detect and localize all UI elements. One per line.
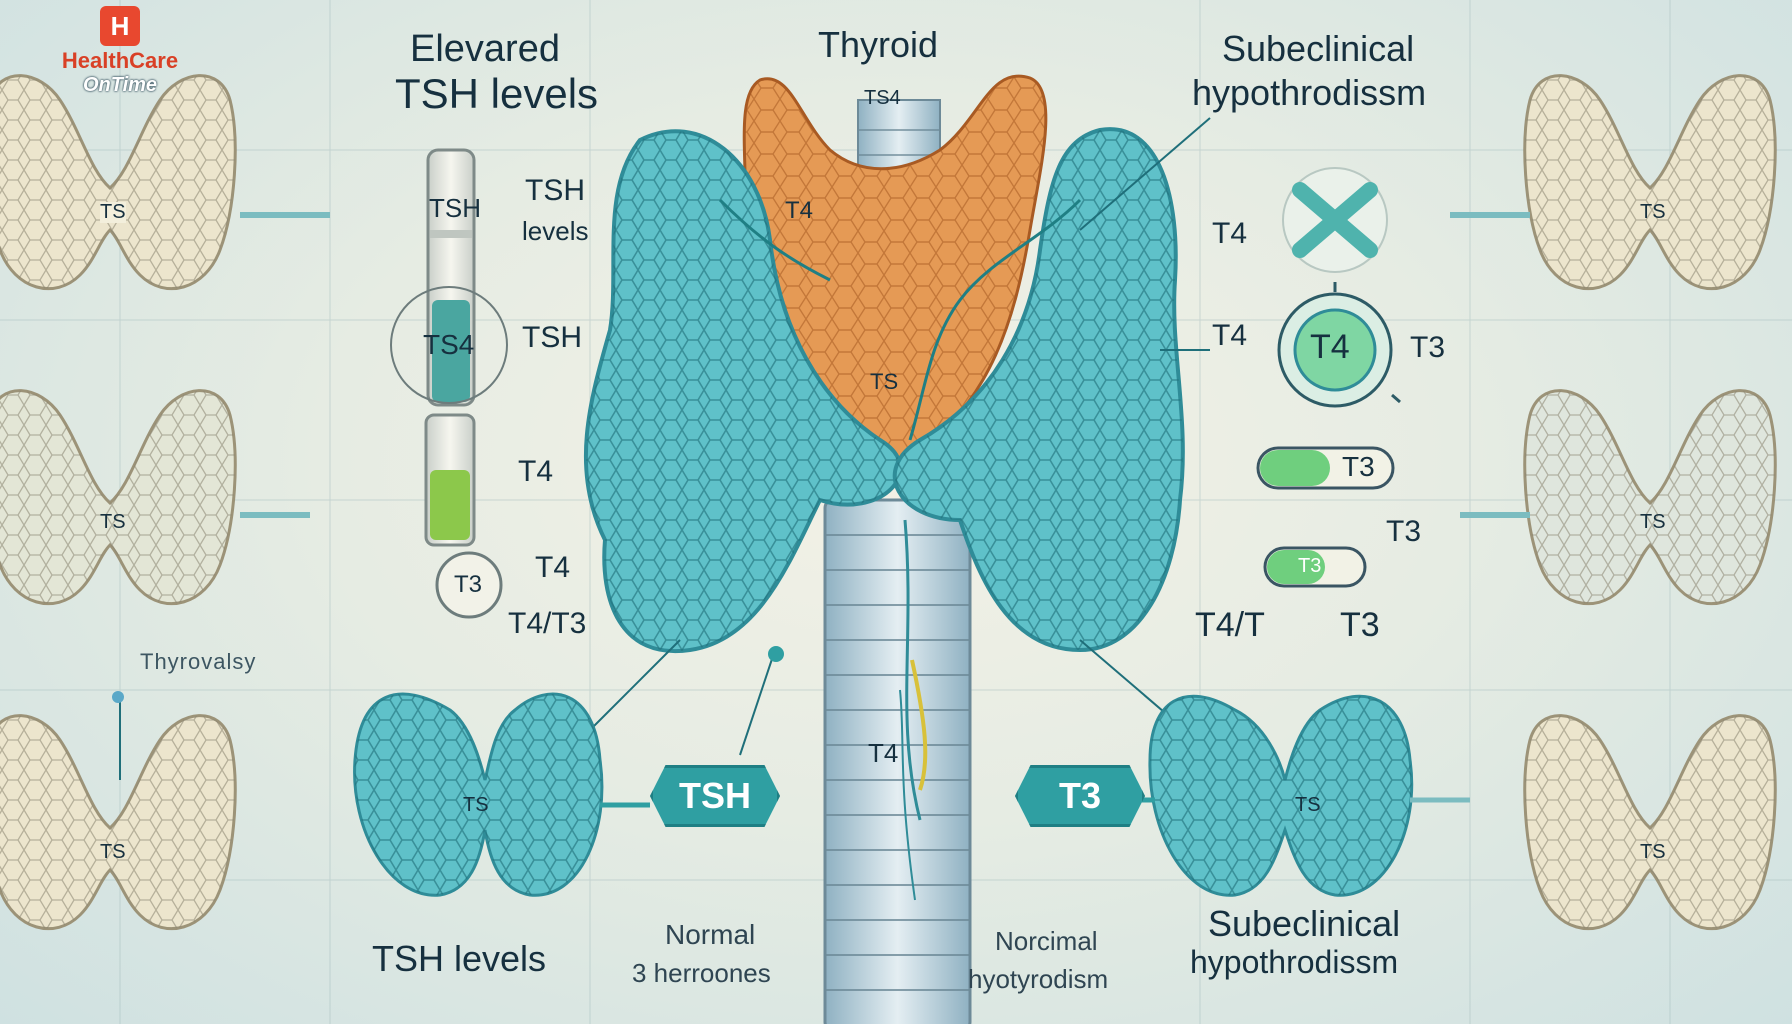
neck-label-ts4: TS4 bbox=[864, 87, 901, 109]
gland-label-ts-5: TS bbox=[1640, 511, 1666, 533]
label-tsh-levels-line1: TSH bbox=[525, 174, 585, 207]
heading-thyroid: Thyroid bbox=[818, 24, 939, 65]
label-subclinical-bottom-line2: hypothrodissm bbox=[1190, 944, 1399, 980]
pill-label-t3-a: T3 bbox=[1342, 451, 1375, 482]
lower-gland-label-left: TS bbox=[463, 794, 489, 816]
hospital-h-icon: H bbox=[100, 6, 140, 46]
brand-logo: H HealthCare OnTime bbox=[50, 6, 190, 97]
lower-right-gland bbox=[1110, 694, 1470, 897]
gland-label-ts-3: TS bbox=[100, 841, 126, 863]
label-norcimal-line1: Norcimal bbox=[995, 926, 1098, 956]
label-t4-small: T4 bbox=[535, 551, 571, 584]
tag-tsh: TSH bbox=[650, 765, 780, 827]
circle-label-t4: T4 bbox=[1310, 328, 1350, 366]
brand-name: HealthCare bbox=[61, 48, 179, 73]
label-normal-line1: Normal bbox=[665, 919, 756, 950]
gland-label-ts-1: TS bbox=[100, 201, 126, 223]
tube-label-tsh: TSH bbox=[429, 193, 481, 223]
heading-subclinical-line2: hypothrodissm bbox=[1192, 72, 1427, 113]
heading-subclinical-line1: Subeclinical bbox=[1222, 28, 1415, 69]
brand-subname: OnTime bbox=[82, 74, 158, 96]
label-right-t3-bottom: T3 bbox=[1340, 606, 1380, 644]
capsule-icon bbox=[1256, 446, 1395, 490]
label-right-t4t: T4/T bbox=[1195, 606, 1265, 644]
pill-label-t3-b: T3 bbox=[1386, 515, 1422, 548]
label-t4-t3-left: T4/T3 bbox=[508, 607, 587, 640]
gland-label-ts-6: TS bbox=[1640, 841, 1666, 863]
lower-gland-label-right: TS bbox=[1295, 794, 1321, 816]
right-side-glands bbox=[1450, 74, 1777, 931]
pill-inner-label: T3 bbox=[1298, 555, 1322, 577]
connector-dot bbox=[768, 646, 784, 662]
lower-left-gland bbox=[353, 692, 650, 897]
gland-label-ts-2: TS bbox=[100, 511, 126, 533]
left-side-glands bbox=[0, 74, 330, 931]
label-norcimal-line2: hyotyrodism bbox=[968, 964, 1109, 994]
label-right-t3: T3 bbox=[1410, 331, 1446, 364]
label-thyrovalsy: Thyrovalsy bbox=[140, 649, 257, 674]
capsule-icon-2 bbox=[1263, 546, 1367, 588]
connector-dot-small bbox=[112, 691, 124, 703]
tag-t3: T3 bbox=[1015, 765, 1145, 827]
label-right-t4-top: T4 bbox=[1212, 217, 1248, 250]
right-side-symbols bbox=[1256, 167, 1401, 588]
label-normal-line2: 3 herroones bbox=[632, 958, 771, 988]
gland-label-ts-4: TS bbox=[1640, 201, 1666, 223]
heading-elevated-line2: TSH levels bbox=[395, 70, 599, 117]
thyroid-isthmus bbox=[742, 74, 1048, 462]
neck-label-t4: T4 bbox=[868, 738, 899, 768]
label-right-t4: T4 bbox=[1212, 319, 1248, 352]
tube-label-ts4: TS4 bbox=[423, 329, 475, 360]
label-bottom-tsh-levels: TSH levels bbox=[372, 938, 547, 979]
x-mark-icon bbox=[1292, 182, 1378, 258]
label-tsh-side: TSH bbox=[522, 321, 582, 354]
bubble-label-t3: T3 bbox=[454, 571, 483, 598]
label-t4-side: T4 bbox=[518, 455, 554, 488]
heading-elevated-line1: Elevared bbox=[410, 28, 560, 70]
gland-label-ts-center: TS bbox=[870, 369, 899, 394]
label-tsh-levels-line2: levels bbox=[522, 216, 589, 246]
test-tubes bbox=[390, 148, 508, 619]
thyroid-lobes bbox=[583, 127, 1185, 654]
label-subclinical-bottom-line1: Subeclinical bbox=[1208, 903, 1401, 944]
gland-label-t4: T4 bbox=[785, 197, 814, 224]
